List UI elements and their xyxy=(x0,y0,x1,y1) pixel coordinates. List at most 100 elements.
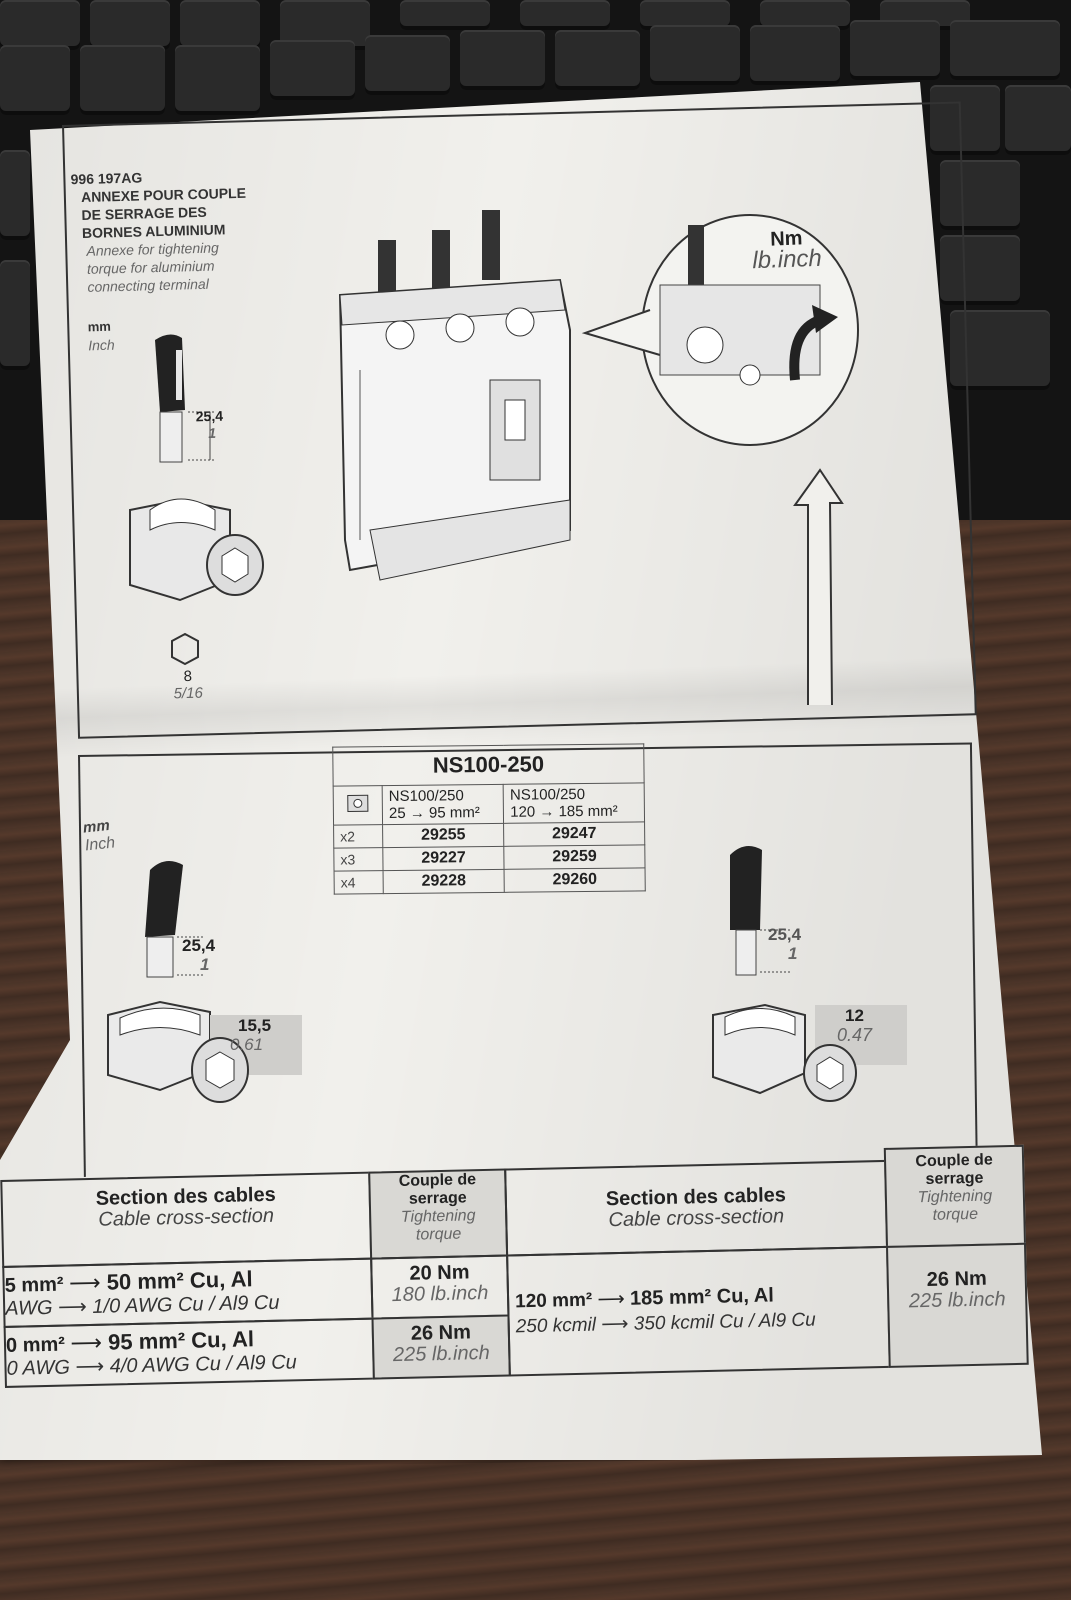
terminal-lug-illustration xyxy=(712,1003,907,1102)
col2-header-line: NS100/250 xyxy=(509,785,586,804)
upper-strip-length: 25,4 1 xyxy=(196,408,224,443)
from-awg: 0 AWG xyxy=(6,1356,71,1380)
keyboard-key xyxy=(1005,85,1071,155)
unit-mm: mm xyxy=(87,318,112,335)
right-header: Section des cables Cable cross-section xyxy=(561,1183,832,1231)
keyboard-key xyxy=(400,0,490,30)
lower-units: mm Inch xyxy=(82,817,116,856)
hex-key-icon xyxy=(171,632,199,666)
hex-key-mm: 8 xyxy=(183,667,193,686)
keyboard-key xyxy=(180,0,260,50)
keyboard-key xyxy=(650,25,740,85)
lower-left-strip-length: 25,4 1 xyxy=(182,936,215,974)
to-awg: 1/0 AWG Cu / Al9 Cu xyxy=(92,1291,280,1318)
torque-lb: 225 lb.inch xyxy=(392,1341,490,1367)
keyboard-key xyxy=(850,20,940,80)
right-torque-header: Couple de serrage Tightening torque xyxy=(886,1151,1024,1226)
left-header: Section des cables Cable cross-section xyxy=(60,1183,311,1231)
lug-icon xyxy=(347,794,369,812)
keyboard-key xyxy=(90,0,170,50)
keyboard-key xyxy=(750,25,840,85)
callout-torque-units: Nm lb.inch xyxy=(751,227,823,275)
circuit-breaker-illustration xyxy=(338,210,571,581)
hex-size-mm: 15,5 xyxy=(238,1016,272,1035)
lug-icon-cell xyxy=(333,785,383,826)
document-header: 996 197AG ANNEXE POUR COUPLE DE SERRAGE … xyxy=(70,166,248,297)
part-number: 29260 xyxy=(504,867,646,893)
keyboard-key xyxy=(0,45,70,115)
header-en: Cable cross-section xyxy=(98,1204,275,1231)
to-awg: 350 kcmil Cu / Al9 Cu xyxy=(633,1309,816,1335)
keyboard-key xyxy=(80,45,165,115)
hex-size-inch: 0.47 xyxy=(837,1025,873,1045)
from-section: 120 mm² xyxy=(514,1289,593,1313)
part-number: 29227 xyxy=(382,846,505,871)
col2-header-line: 120 → 185 mm² xyxy=(510,802,618,821)
arrow-icon: ⟶ xyxy=(601,1313,635,1336)
cable-strip-illustration xyxy=(145,861,205,978)
unit-lb-inch: lb.inch xyxy=(751,244,823,275)
lower-left-hex-size: 15,5 0.61 xyxy=(230,1016,272,1054)
strip-length-inch: 1 xyxy=(200,955,210,974)
upper-units: mm Inch xyxy=(88,318,115,355)
keyboard-key xyxy=(0,260,30,370)
header-en: torque xyxy=(415,1225,462,1244)
torque-value: 20 Nm 180 lb.inch xyxy=(372,1261,507,1306)
arrow-icon: ⟶ xyxy=(57,1295,93,1319)
row-label: x2 xyxy=(333,824,383,849)
lower-right-hex-size: 12 0.47 xyxy=(837,1006,872,1044)
keyboard-key xyxy=(555,30,640,90)
lower-right-strip-length: 25,4 1 xyxy=(768,925,801,963)
part-number: 29247 xyxy=(503,821,645,847)
from-awg: 250 kcmil xyxy=(515,1314,597,1338)
keyboard-key xyxy=(365,35,450,95)
strip-length-mm: 25,4 xyxy=(182,936,216,955)
arrow-icon: ⟶ xyxy=(68,1269,108,1296)
keyboard-key xyxy=(460,30,545,90)
col1-header-line: NS100/250 xyxy=(388,787,464,806)
terminal-lug-illustration xyxy=(107,1000,302,1103)
keyboard-key xyxy=(950,20,1060,80)
part-number: 29228 xyxy=(383,869,505,894)
keyboard-key xyxy=(940,160,1020,230)
table-row: x2 29255 29247 xyxy=(333,821,645,849)
cable-strip-illustration xyxy=(155,334,215,463)
torque-callout-bubble xyxy=(581,214,859,446)
hex-key-inch: 5/16 xyxy=(173,684,204,703)
col1-header: NS100/250 25 → 95 mm² xyxy=(382,784,504,825)
from-awg: AWG xyxy=(4,1296,53,1320)
keyboard-key xyxy=(930,85,1000,155)
torque-lb: 225 lb.inch xyxy=(908,1288,1006,1313)
col2-header: NS100/250 120 → 185 mm² xyxy=(503,782,645,824)
torque-value: 26 Nm 225 lb.inch xyxy=(889,1267,1026,1313)
strip-length-inch: 1 xyxy=(788,944,798,963)
to-section: 185 mm² Cu, Al xyxy=(629,1284,775,1310)
keyboard-key xyxy=(0,0,80,50)
cable-strip-illustration xyxy=(730,846,790,976)
part-number: 29259 xyxy=(504,844,646,870)
to-awg: 4/0 AWG Cu / Al9 Cu xyxy=(109,1351,298,1378)
keyboard-key xyxy=(950,310,1050,390)
keyboard-key xyxy=(940,235,1020,305)
from-section: 5 mm² xyxy=(4,1273,64,1297)
from-section: 0 mm² xyxy=(5,1333,66,1357)
table-row: x4 29228 29260 xyxy=(334,867,646,895)
keyboard-key xyxy=(520,0,610,30)
to-section: 95 mm² Cu, Al xyxy=(107,1326,255,1355)
table-row: x3 29227 29259 xyxy=(333,844,646,872)
up-arrow-icon xyxy=(793,468,844,706)
arrow-icon: ⟶ xyxy=(75,1355,110,1379)
keyboard-key xyxy=(270,40,355,100)
hex-size-inch: 0.61 xyxy=(230,1035,264,1054)
strip-length-mm: 25,4 xyxy=(768,925,802,944)
unit-inch: Inch xyxy=(88,336,115,354)
header-en: torque xyxy=(932,1205,979,1224)
strip-length-mm: 25,4 xyxy=(195,407,224,425)
hex-size-mm: 12 xyxy=(845,1006,864,1025)
part-number: 29255 xyxy=(382,823,505,848)
table-title: NS100-250 xyxy=(332,743,645,787)
torque-table: Section des cables Cable cross-section C… xyxy=(0,1144,1035,1393)
hex-key-size: 8 5/16 xyxy=(168,667,209,703)
torque-header: Couple de serrage Tightening torque xyxy=(370,1171,506,1246)
row-label: x4 xyxy=(334,870,384,895)
